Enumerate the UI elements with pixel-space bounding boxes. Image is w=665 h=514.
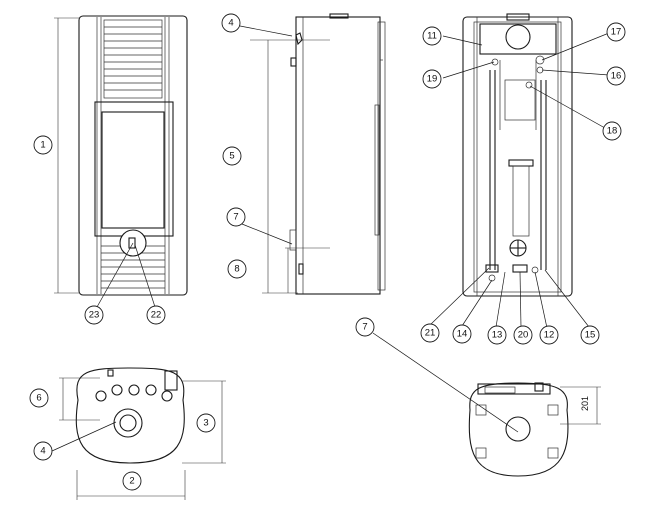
callout-23: 23 xyxy=(84,305,104,325)
callout-label: 23 xyxy=(89,310,100,321)
callout-label: 4 xyxy=(40,446,45,457)
callout-label: 12 xyxy=(544,330,555,341)
callout-label: 4 xyxy=(228,18,233,29)
callout-label: 20 xyxy=(518,330,529,341)
callout-8: 8 xyxy=(227,259,247,279)
callout-13: 13 xyxy=(487,325,507,345)
callout-label: 19 xyxy=(427,74,438,85)
callout-7-rear: 7 xyxy=(355,317,375,337)
callout-14: 14 xyxy=(452,324,472,344)
callout-4-side: 4 xyxy=(221,13,241,33)
rear-view xyxy=(429,13,610,329)
callout-label: 3 xyxy=(203,418,208,429)
callout-20: 20 xyxy=(513,325,533,345)
callout-19: 19 xyxy=(422,69,442,89)
callout-label: 18 xyxy=(607,126,618,137)
side-view xyxy=(239,13,386,295)
callout-label: 15 xyxy=(585,330,596,341)
callout-label: 17 xyxy=(611,27,622,38)
callout-21: 21 xyxy=(420,323,440,343)
callout-18: 18 xyxy=(602,121,622,141)
callout-label: 22 xyxy=(151,310,162,321)
callout-label: 16 xyxy=(611,71,622,82)
callout-label: 14 xyxy=(457,329,468,340)
callout-label: 11 xyxy=(427,31,437,42)
top-grill xyxy=(103,19,163,99)
callout-12: 12 xyxy=(539,325,559,345)
callout-2: 2 xyxy=(122,471,142,491)
callout-label: 6 xyxy=(36,393,41,404)
callout-label: 8 xyxy=(234,264,239,275)
callout-16: 16 xyxy=(606,66,626,86)
callout-label: 2 xyxy=(129,476,134,487)
top-view-right: 201 xyxy=(372,332,601,477)
callout-11: 11 xyxy=(422,26,442,46)
callout-1: 1 xyxy=(33,135,53,155)
callout-7-side: 7 xyxy=(226,207,246,227)
callout-label: 21 xyxy=(425,328,436,339)
callout-22: 22 xyxy=(146,305,166,325)
dimension-label-201: 201 xyxy=(580,396,590,411)
callout-17: 17 xyxy=(606,22,626,42)
callout-label: 5 xyxy=(229,151,234,162)
callout-label: 7 xyxy=(233,212,238,223)
callout-3: 3 xyxy=(196,413,216,433)
callout-15: 15 xyxy=(580,325,600,345)
callout-label: 13 xyxy=(492,330,503,341)
callout-label: 1 xyxy=(40,140,45,151)
callout-6: 6 xyxy=(29,388,49,408)
callout-5: 5 xyxy=(222,146,242,166)
front-view xyxy=(54,15,188,308)
top-view-left xyxy=(51,367,226,500)
callout-label: 7 xyxy=(362,322,367,333)
callout-4-top: 4 xyxy=(33,441,53,461)
